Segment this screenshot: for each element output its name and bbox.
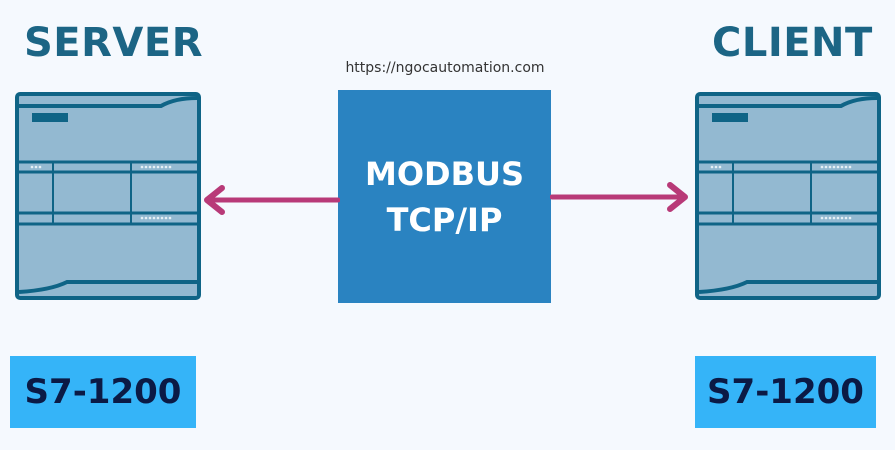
client-plc-icon: [695, 92, 881, 300]
server-plc-icon: [15, 92, 201, 300]
arrow-right-icon: [550, 182, 688, 212]
server-title: SERVER: [24, 20, 204, 66]
website-url: https://ngocautomation.com: [345, 60, 545, 76]
server-model-badge: S7-1200: [10, 356, 196, 428]
client-model-badge: S7-1200: [695, 356, 876, 428]
arrow-left-icon: [204, 185, 340, 215]
protocol-line1: MODBUS: [364, 154, 525, 193]
protocol-box: MODBUS TCP/IP: [338, 90, 551, 303]
client-title: CLIENT: [712, 20, 873, 66]
protocol-line2: TCP/IP: [386, 200, 503, 239]
